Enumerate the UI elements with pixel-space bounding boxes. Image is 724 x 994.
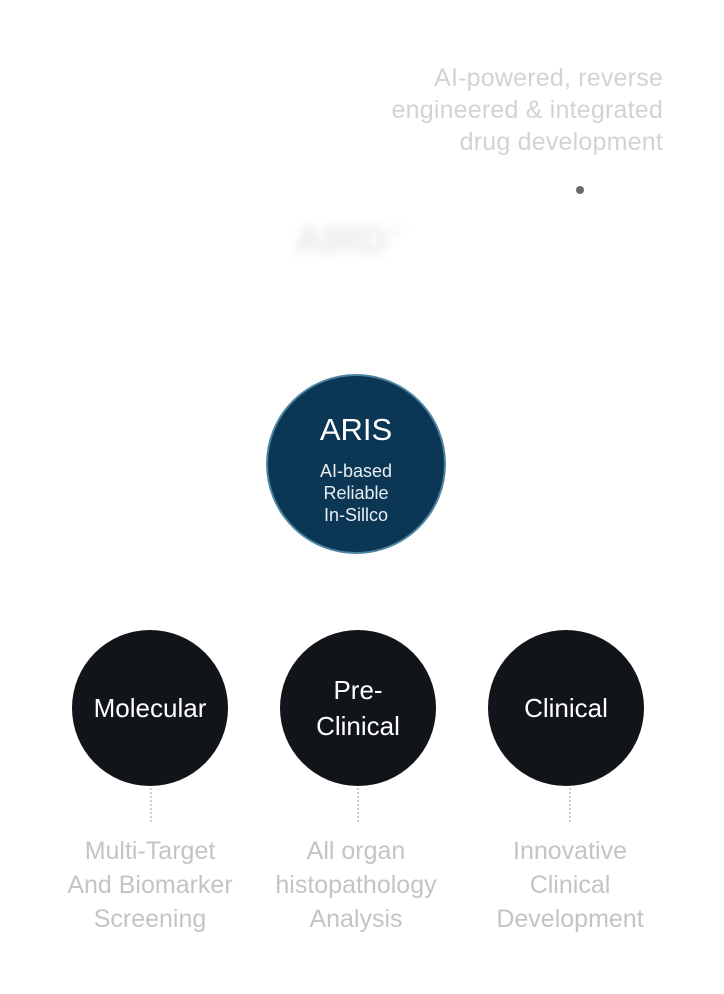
brand-name: AIRD xyxy=(295,220,388,262)
description-line: Development xyxy=(496,905,644,933)
aris-subtitle-line: AI-based xyxy=(319,461,393,481)
stage-label: Molecular xyxy=(93,693,207,723)
description-line: Screening xyxy=(93,905,207,933)
stage-label: Pre- xyxy=(333,675,383,705)
aris-subtitle: AI-based Reliable In-Sillco xyxy=(268,460,444,526)
tagline-line: AI-powered, reverse xyxy=(434,64,663,92)
description-line: And Biomarker xyxy=(67,871,233,899)
stage-description-clinical: Innovative Clinical Development xyxy=(465,834,675,936)
stage-connector xyxy=(569,788,571,822)
trademark-mark: ™ xyxy=(387,226,404,244)
aris-circle: ARIS AI-based Reliable In-Sillco xyxy=(266,374,446,554)
brand-wordmark: AIRD™ xyxy=(295,220,404,263)
description-line: Innovative xyxy=(513,837,627,865)
description-line: Clinical xyxy=(529,871,611,899)
aris-subtitle-line: In-Sillco xyxy=(323,505,389,525)
stage-label: Clinical xyxy=(524,693,608,723)
description-line: All organ xyxy=(306,837,406,865)
aris-title: ARIS xyxy=(319,412,393,447)
stage-clinical: Clinical xyxy=(488,630,644,786)
tagline-line: drug development xyxy=(459,128,663,156)
stage-connector xyxy=(357,788,359,822)
stage-description-molecular: Multi-Target And Biomarker Screening xyxy=(45,834,255,936)
aris-subtitle-line: Reliable xyxy=(323,483,389,503)
stage-description-pre-clinical: All organ histopathology Analysis xyxy=(251,834,461,936)
carousel-dot[interactable] xyxy=(576,186,584,194)
stage-connector xyxy=(150,788,152,822)
description-line: Multi-Target xyxy=(84,837,216,865)
stage-pre-clinical: Pre- Clinical xyxy=(280,630,436,786)
description-line: Analysis xyxy=(309,905,403,933)
stage-molecular: Molecular xyxy=(72,630,228,786)
stage-label: Clinical xyxy=(316,711,400,741)
description-line: histopathology xyxy=(275,871,437,899)
tagline: AI-powered, reverse engineered & integra… xyxy=(323,62,663,158)
tagline-line: engineered & integrated xyxy=(391,96,663,124)
